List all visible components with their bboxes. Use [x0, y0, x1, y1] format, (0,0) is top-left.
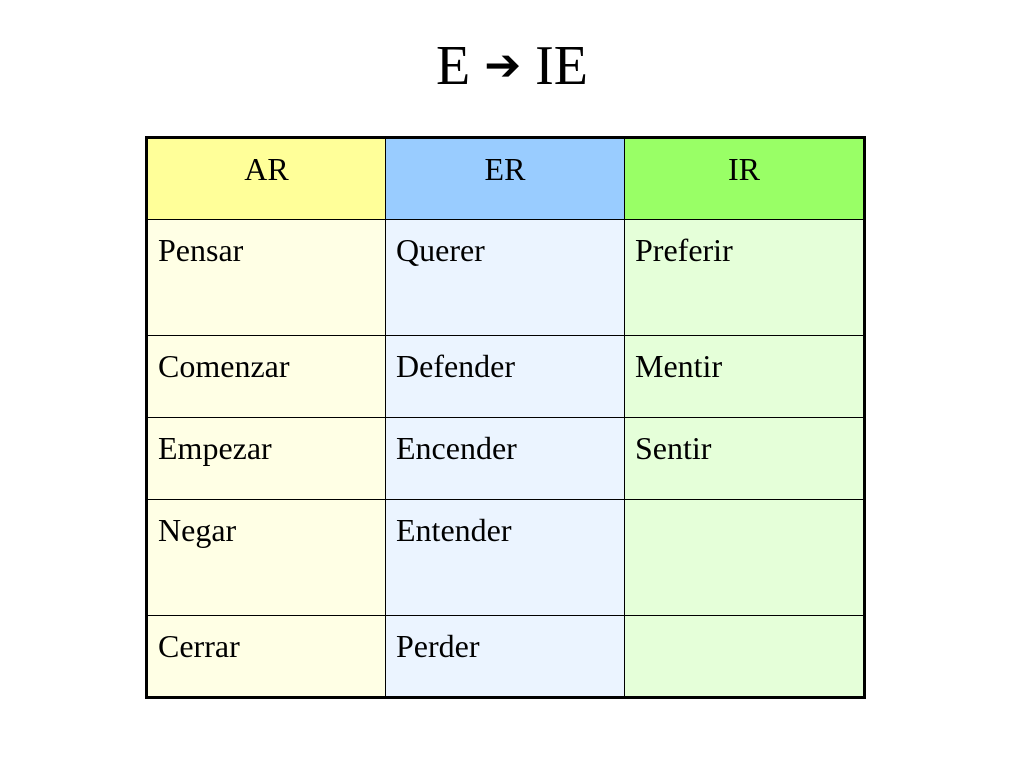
verb-cell-ar: Negar	[145, 499, 386, 616]
verb-cell-er: Perder	[385, 615, 625, 699]
title-source-vowel: E	[436, 35, 471, 97]
verb-cell-er: Querer	[385, 219, 625, 336]
verb-cell-ar: Comenzar	[145, 335, 386, 418]
right-arrow-icon: ➔	[484, 40, 522, 91]
header-er: ER	[385, 136, 625, 220]
verb-cell-er: Encender	[385, 417, 625, 500]
verb-cell-ar: Cerrar	[145, 615, 386, 699]
title-target-diphthong: IE	[535, 35, 588, 97]
header-ir: IR	[624, 136, 866, 220]
verb-cell-ir	[624, 615, 866, 699]
header-row: AR ER IR	[145, 136, 866, 220]
verb-cell-ar: Empezar	[145, 417, 386, 500]
verb-cell-ir: Mentir	[624, 335, 866, 418]
verb-cell-ir: Sentir	[624, 417, 866, 500]
verb-cell-ir: Preferir	[624, 219, 866, 336]
slide-title: E ➔ IE	[0, 28, 1024, 108]
verb-cell-er: Defender	[385, 335, 625, 418]
verb-cell-ar: Pensar	[145, 219, 386, 336]
verb-cell-er: Entender	[385, 499, 625, 616]
header-ar: AR	[145, 136, 386, 220]
verb-cell-ir	[624, 499, 866, 616]
